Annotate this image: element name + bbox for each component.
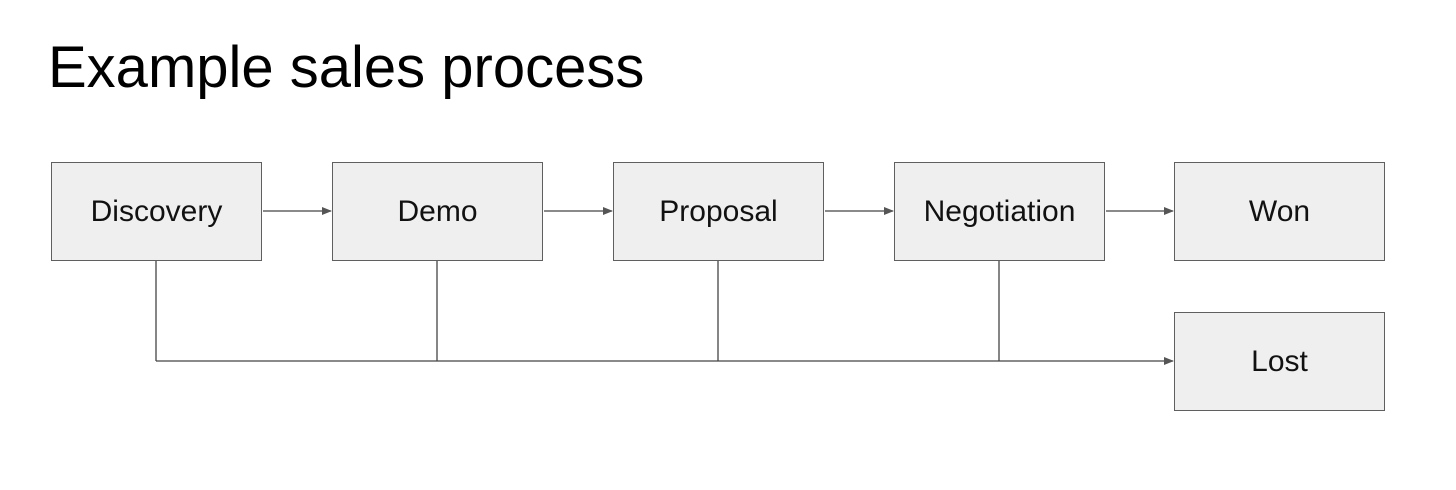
stage-discovery: Discovery [51, 162, 262, 261]
stage-label: Won [1248, 194, 1311, 228]
stage-won: Won [1174, 162, 1385, 261]
stage-lost: Lost [1174, 312, 1385, 411]
stage-label: Proposal [659, 194, 778, 228]
stage-label: Lost [1251, 344, 1308, 378]
stage-label: Discovery [90, 194, 223, 228]
stage-label: Negotiation [923, 194, 1076, 228]
page-title: Example sales process [48, 35, 645, 100]
stage-proposal: Proposal [613, 162, 824, 261]
stage-label: Demo [397, 194, 478, 228]
stage-demo: Demo [332, 162, 543, 261]
stage-negotiation: Negotiation [894, 162, 1105, 261]
